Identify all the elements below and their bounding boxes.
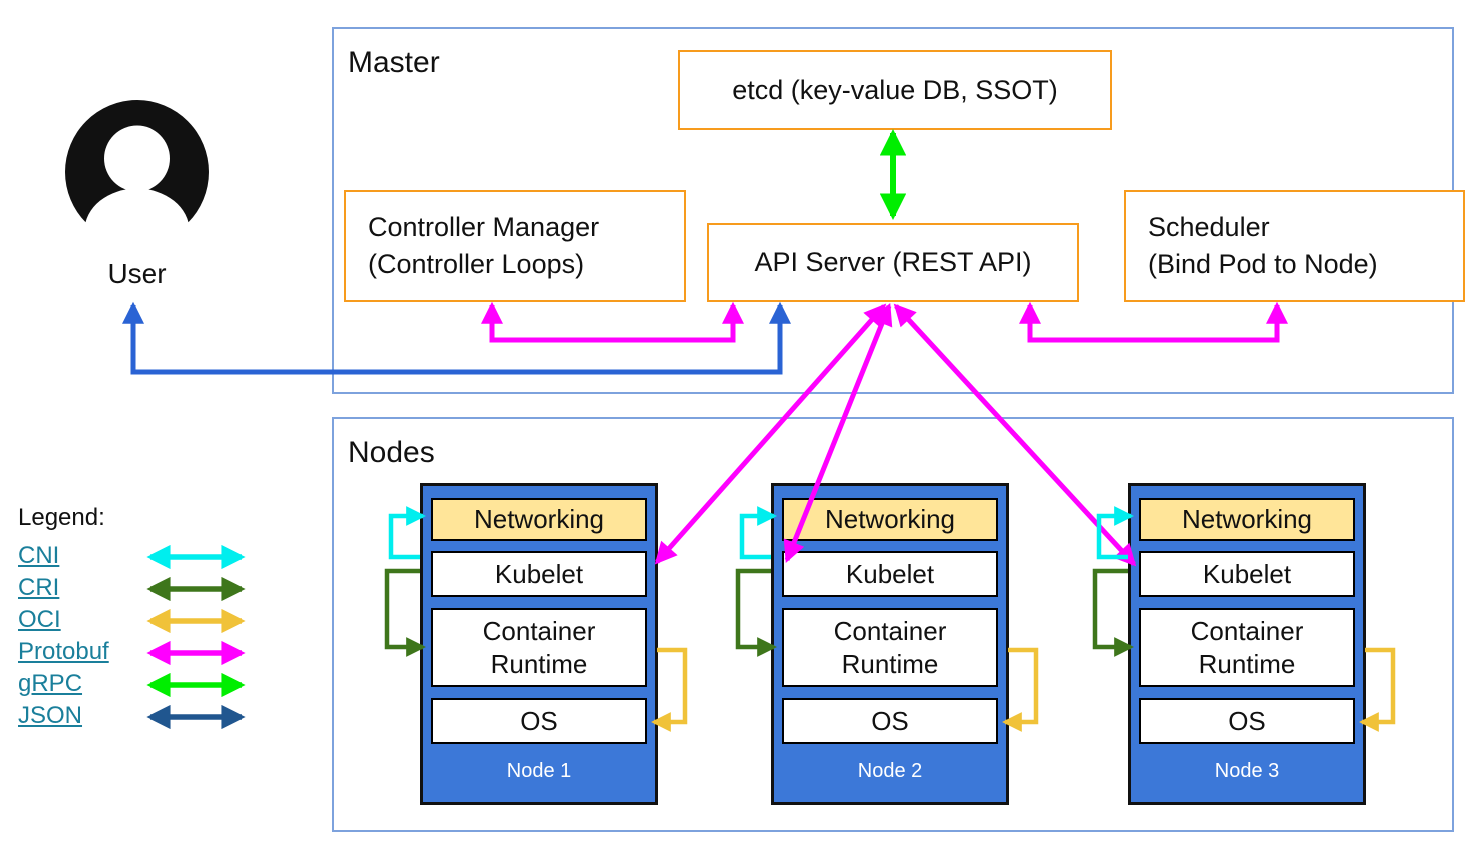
user-label: User xyxy=(107,258,167,289)
node-1: Networking Kubelet Container Runtime OS … xyxy=(420,483,658,805)
node2-container-runtime-layer: Container Runtime xyxy=(782,608,998,687)
scheduler-sublabel: (Bind Pod to Node) xyxy=(1148,249,1378,279)
node2-os-layer: OS xyxy=(782,698,998,744)
master-section-title: Master xyxy=(348,46,440,79)
node-3: Networking Kubelet Container Runtime OS … xyxy=(1128,483,1366,805)
node3-label: Node 3 xyxy=(1214,760,1280,782)
node1-kubelet-layer: Kubelet xyxy=(431,551,647,597)
controller-manager-sublabel: (Controller Loops) xyxy=(368,249,585,279)
node1-label: Node 1 xyxy=(506,760,572,782)
user-icon xyxy=(65,100,209,247)
scheduler-box: Scheduler (Bind Pod to Node) xyxy=(1124,190,1465,302)
controller-manager-box: Controller Manager (Controller Loops) xyxy=(344,190,686,302)
nodes-section-title: Nodes xyxy=(348,436,435,469)
legend-link-cri[interactable]: CRI xyxy=(18,574,60,601)
etcd-box: etcd (key-value DB, SSOT) xyxy=(678,50,1112,130)
api-server-box: API Server (REST API) xyxy=(707,223,1079,302)
node-2: Networking Kubelet Container Runtime OS … xyxy=(771,483,1009,805)
node1-os-layer: OS xyxy=(431,698,647,744)
legend-link-oci[interactable]: OCI xyxy=(18,606,61,633)
node3-container-runtime-layer: Container Runtime xyxy=(1139,608,1355,687)
node3-networking-layer: Networking xyxy=(1139,498,1355,541)
legend-title: Legend: xyxy=(18,504,105,531)
controller-manager-label: Controller Manager xyxy=(368,212,600,242)
node2-networking-layer: Networking xyxy=(782,498,998,541)
legend-link-json[interactable]: JSON xyxy=(18,702,83,729)
node3-kubelet-layer: Kubelet xyxy=(1139,551,1355,597)
legend-link-grpc[interactable]: gRPC xyxy=(18,670,83,697)
node3-os-layer: OS xyxy=(1139,698,1355,744)
node2-label: Node 2 xyxy=(857,760,923,782)
legend-link-protobuf[interactable]: Protobuf xyxy=(18,638,109,665)
node1-container-runtime-layer: Container Runtime xyxy=(431,608,647,687)
node1-networking-layer: Networking xyxy=(431,498,647,541)
scheduler-label: Scheduler xyxy=(1148,212,1270,242)
node2-kubelet-layer: Kubelet xyxy=(782,551,998,597)
legend-link-cni[interactable]: CNI xyxy=(18,542,60,569)
